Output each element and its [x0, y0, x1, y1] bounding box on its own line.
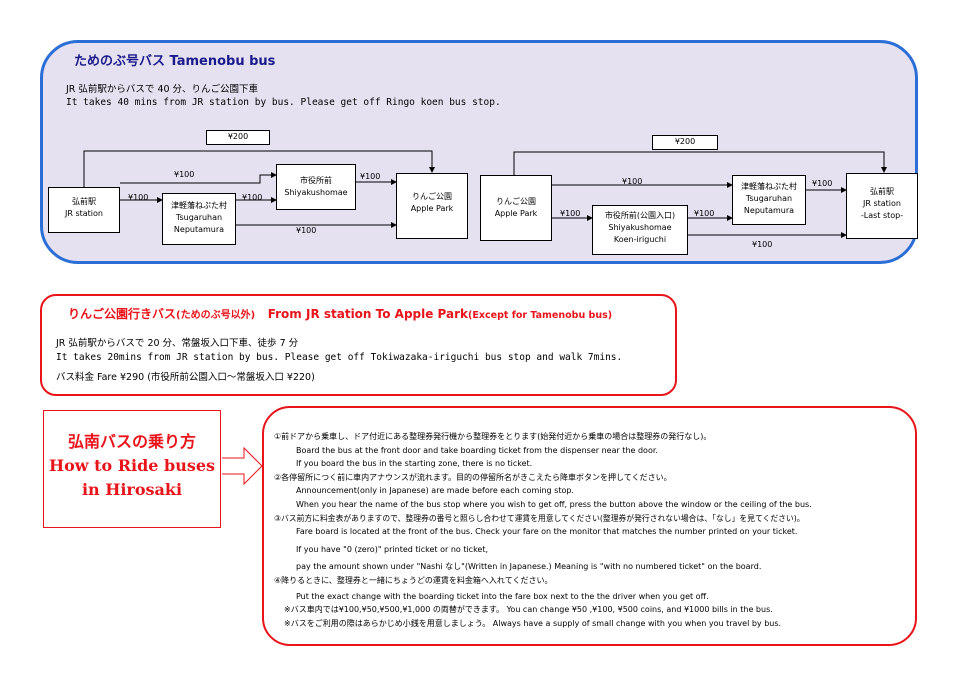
- step-1-en: Board the bus at the front door and take…: [296, 445, 658, 455]
- stop-name-jp: りんご公園: [496, 197, 536, 206]
- apple-park-title-jp: りんご公園行きバス: [68, 307, 177, 321]
- fare-label: ¥200: [674, 137, 696, 146]
- fare-box-right-top: ¥200: [652, 135, 718, 150]
- stop-name-en: Tsugaruhan: [745, 194, 793, 203]
- stop-name-en: Neputamura: [743, 206, 795, 215]
- stop-name-jp: 弘前駅: [870, 187, 894, 196]
- stop-name-en: JR station: [65, 209, 103, 218]
- step-3-en: If you have "0 (zero)" printed ticket or…: [296, 544, 489, 554]
- step-3-en: pay the amount shown under "Nashi なし"(Wr…: [296, 562, 762, 572]
- fare-label: ¥200: [227, 132, 249, 141]
- tamenobu-line-en: It takes 40 mins from JR station by bus.…: [66, 97, 501, 108]
- note-change: ※バス車内では¥100,¥50,¥500,¥1,000 の両替ができます。 Yo…: [284, 605, 773, 615]
- stop-name-jp: 弘前駅: [72, 197, 96, 206]
- step-4-jp: ④降りるときに、整理券と一緒にちょうどの運賃を料金箱へ入れてください。: [274, 575, 553, 585]
- fare-box-left-top: ¥200: [206, 130, 270, 145]
- apple-park-title: りんご公園行きバス(ためのぶ号以外) From JR station To Ap…: [68, 305, 612, 322]
- stop-name-jp: 市役所前: [300, 176, 332, 185]
- stop-name-en: Shiyakushomae: [608, 223, 672, 232]
- apple-park-panel: [40, 294, 677, 396]
- stop-box-apple-park: りんご公園 Apple Park: [396, 173, 468, 239]
- fare-label: ¥100: [128, 193, 149, 202]
- step-4-en: Put the exact change with the boarding t…: [296, 591, 709, 601]
- stop-name-jp: 津軽藩ねぷた村: [741, 182, 797, 191]
- stop-box-jr-station: 弘前駅 JR station: [48, 187, 120, 233]
- stop-box-tsugaruhan: 津軽藩ねぷた村 Tsugaruhan Neputamura: [162, 193, 236, 245]
- step-2-jp: ②各停留所につく前に車内アナウンスが流れます。目的の停留所名がきこえたら降車ボタ…: [274, 472, 672, 482]
- apple-park-line-jp: JR 弘前駅からバスで 20 分、常盤坂入口下車、徒歩 7 分: [56, 338, 299, 349]
- note-small-change: ※バスをご利用の際はあらかじめ小銭を用意しましょう。 Always have a…: [284, 618, 782, 628]
- how-to-steps-panel: [262, 406, 917, 646]
- stop-name-en: -Last stop-: [860, 211, 904, 220]
- stop-name-jp: りんご公園: [412, 192, 452, 201]
- stop-name-en: JR station: [863, 199, 901, 208]
- how-to-title-en-2: in Hirosaki: [81, 480, 183, 499]
- apple-park-title-en-paren: (Except for Tamenobu bus): [468, 310, 613, 321]
- stop-name-jp: 市役所前(公園入口): [604, 211, 676, 220]
- stop-name-jp: 津軽藩ねぷた村: [171, 201, 227, 210]
- how-to-title-jp: 弘南バスの乗り方: [67, 432, 196, 451]
- step-2-en: When you hear the name of the bus stop w…: [296, 499, 812, 509]
- step-2-en: Announcement(only in Japanese) are made …: [296, 486, 574, 496]
- apple-park-line-en: It takes 20mins from JR station by bus. …: [56, 352, 623, 363]
- how-to-title-panel: [43, 410, 221, 528]
- stop-name-en: Apple Park: [410, 204, 454, 213]
- stop-name-en: Shiyakushomae: [284, 188, 348, 197]
- fare-label: ¥100: [174, 170, 195, 179]
- tamenobu-line-jp: JR 弘前駅からバスで 40 分、りんご公園下車: [66, 84, 259, 95]
- fare-label: ¥100: [812, 179, 833, 188]
- stop-box-tsugaruhan-right: 津軽藩ねぷた村 Tsugaruhan Neputamura: [732, 175, 806, 225]
- how-to-steps: ①前ドアから乗車し、ドア付近にある整理券発行機から整理券をとります(始発付近から…: [274, 430, 812, 630]
- how-to-title: 弘南バスの乗り方 How to Ride buses in Hirosaki: [43, 430, 221, 502]
- fare-label: ¥100: [752, 240, 773, 249]
- fare-label: ¥100: [694, 209, 715, 218]
- apple-park-title-en: From JR station To Apple Park: [267, 307, 469, 321]
- fare-label: ¥100: [360, 172, 381, 181]
- how-to-title-en-1: How to Ride buses: [48, 456, 216, 475]
- stop-name-en: Koen-iriguchi: [613, 235, 667, 244]
- stop-name-en: Apple Park: [494, 209, 538, 218]
- apple-park-fare: バス料金 Fare ¥290 (市役所前公園入口～常盤坂入口 ¥220): [56, 372, 315, 383]
- fare-label: ¥100: [622, 177, 643, 186]
- stop-box-shiyakushomae: 市役所前 Shiyakushomae: [276, 164, 356, 210]
- stop-box-apple-park-start: りんご公園 Apple Park: [480, 175, 552, 241]
- fare-label: ¥100: [242, 193, 263, 202]
- step-1-en: If you board the bus in the starting zon…: [296, 459, 533, 469]
- apple-park-title-paren: (ためのぶ号以外): [176, 310, 256, 321]
- stop-name-en: Tsugaruhan: [175, 213, 223, 222]
- stop-name-en: Neputamura: [173, 225, 225, 234]
- stop-box-koen-iriguchi: 市役所前(公園入口) Shiyakushomae Koen-iriguchi: [592, 205, 688, 255]
- step-1-jp: ①前ドアから乗車し、ドア付近にある整理券発行機から整理券をとります(始発付近から…: [274, 432, 712, 441]
- tamenobu-title: ためのぶ号バス Tamenobu bus: [74, 54, 276, 69]
- fare-label: ¥100: [296, 226, 317, 235]
- stop-box-jr-station-last: 弘前駅 JR station -Last stop-: [846, 173, 918, 239]
- step-3-en: Fare board is located at the front of th…: [296, 527, 798, 537]
- step-3-jp: ③バス前方に料金表がありますので、整理券の番号と照らし合わせて運賃を用意してくだ…: [274, 513, 805, 523]
- fare-label: ¥100: [560, 209, 581, 218]
